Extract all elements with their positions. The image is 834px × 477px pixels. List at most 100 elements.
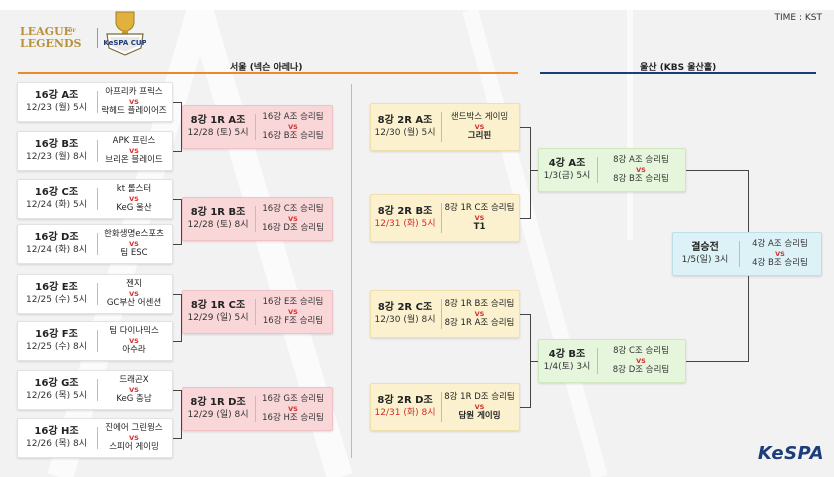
vs-label: VS: [129, 98, 139, 106]
connector-line: [530, 361, 538, 362]
trophy-icon: KeSPA CUP: [103, 11, 147, 56]
box-divider: [441, 203, 442, 233]
connector-line: [173, 199, 181, 200]
connector-line: [181, 199, 182, 245]
box-divider: [441, 299, 442, 329]
group-name: 16강 B조: [34, 139, 79, 150]
team-1: 16강 A조 승리팀: [262, 112, 324, 122]
vs-label: VS: [288, 123, 298, 131]
lol-logo: LEAGUE OF LEGENDS: [20, 24, 90, 54]
connector-line: [686, 361, 748, 362]
team-2: 브리온 블레이드: [105, 155, 163, 165]
match-date: 12/23 (월) 8시: [26, 152, 87, 162]
connector-line: [173, 390, 181, 391]
box-divider: [97, 140, 98, 162]
connector-line: [173, 294, 181, 295]
match-date: 12/24 (화) 5시: [26, 200, 87, 210]
connector-line: [530, 170, 538, 171]
box-divider: [97, 379, 98, 401]
vs-label: VS: [474, 214, 485, 222]
group-name: 16강 D조: [34, 232, 79, 243]
match-date: 12/26 (목) 8시: [26, 439, 87, 449]
group-name: 16강 E조: [35, 282, 78, 293]
box-divider: [597, 348, 598, 374]
team-1: 한화생명e스포츠: [104, 229, 164, 239]
match-date: 12/30 (월) 5시: [374, 128, 436, 138]
column-separator: [351, 84, 352, 458]
svg-text:LEGENDS: LEGENDS: [20, 37, 81, 50]
vs-label: VS: [129, 386, 139, 394]
box-divider: [97, 233, 98, 255]
team-1: 8강 1R D조 승리팀: [444, 392, 515, 402]
vs-label: VS: [636, 357, 646, 365]
logo-divider: [97, 28, 98, 48]
team-1: 16강 C조 승리팀: [262, 204, 324, 214]
team-2: KeG 충남: [116, 394, 152, 404]
group-name: 8강 1R A조: [190, 115, 246, 126]
venue-ulsan-underline: [540, 72, 816, 74]
box-divider: [97, 427, 98, 449]
venue-seoul-label: 서울 (넥슨 아레나): [230, 63, 303, 73]
vs-label: VS: [474, 123, 485, 131]
vs-label: VS: [129, 337, 139, 345]
match-date: 12/23 (월) 5시: [26, 103, 87, 113]
group-name: 결승전: [691, 242, 719, 253]
group-name: 16강 H조: [34, 426, 79, 437]
vs-label: VS: [288, 215, 298, 223]
team-1: 16강 G조 승리팀: [262, 394, 324, 404]
vs-label: VS: [775, 250, 785, 258]
connector-line: [181, 390, 182, 439]
connector-line: [520, 314, 530, 315]
connector-line: [173, 244, 181, 245]
team-1: 8강 1R B조 승리팀: [444, 299, 515, 309]
vs-label: VS: [474, 310, 485, 318]
team-1: 젠지: [126, 279, 142, 289]
team-2: 16강 B조 승리팀: [262, 131, 324, 141]
box-divider: [97, 188, 98, 210]
team-2: 팀 ESC: [120, 248, 148, 258]
box-divider: [255, 206, 256, 232]
team-1: 아프리카 프릭스: [105, 87, 163, 97]
team-2: T1: [473, 222, 486, 232]
group-name: 8강 2R C조: [377, 302, 433, 313]
connector-line: [530, 127, 531, 219]
svg-text:OF: OF: [68, 28, 76, 34]
team-1: 드래곤X: [119, 375, 149, 385]
box-divider: [255, 396, 256, 422]
vs-label: VS: [474, 403, 485, 411]
team-2: KeG 울산: [116, 203, 152, 213]
match-date: 12/29 (일) 5시: [187, 313, 249, 323]
match-date: 12/28 (토) 5시: [187, 128, 249, 138]
team-2: 8강 1R A조 승리팀: [444, 318, 515, 328]
team-1: 4강 A조 승리팀: [752, 239, 808, 249]
match-date: 12/31 (화) 8시: [374, 408, 436, 418]
group-name: 4강 A조: [548, 158, 586, 169]
time-label: TIME : KST: [774, 13, 822, 23]
team-2: 아수라: [122, 345, 146, 355]
connector-line: [520, 127, 530, 128]
group-name: 8강 2R D조: [377, 395, 433, 406]
match-date: 1/4(토) 3시: [543, 362, 591, 372]
match-date: 12/28 (토) 8시: [187, 220, 249, 230]
connector-line: [748, 170, 749, 232]
box-divider: [97, 330, 98, 352]
team-2: 16강 F조 승리팀: [262, 316, 324, 326]
group-name: 8강 1R B조: [190, 207, 246, 218]
connector-line: [520, 218, 530, 219]
team-2: 16강 D조 승리팀: [262, 223, 324, 233]
team-1: APK 프린스: [112, 136, 156, 146]
team-1: 팀 다이나믹스: [109, 326, 159, 336]
venue-ulsan-label: 울산 (KBS 울산홀): [640, 63, 717, 73]
team-2: 8강 B조 승리팀: [613, 174, 669, 184]
